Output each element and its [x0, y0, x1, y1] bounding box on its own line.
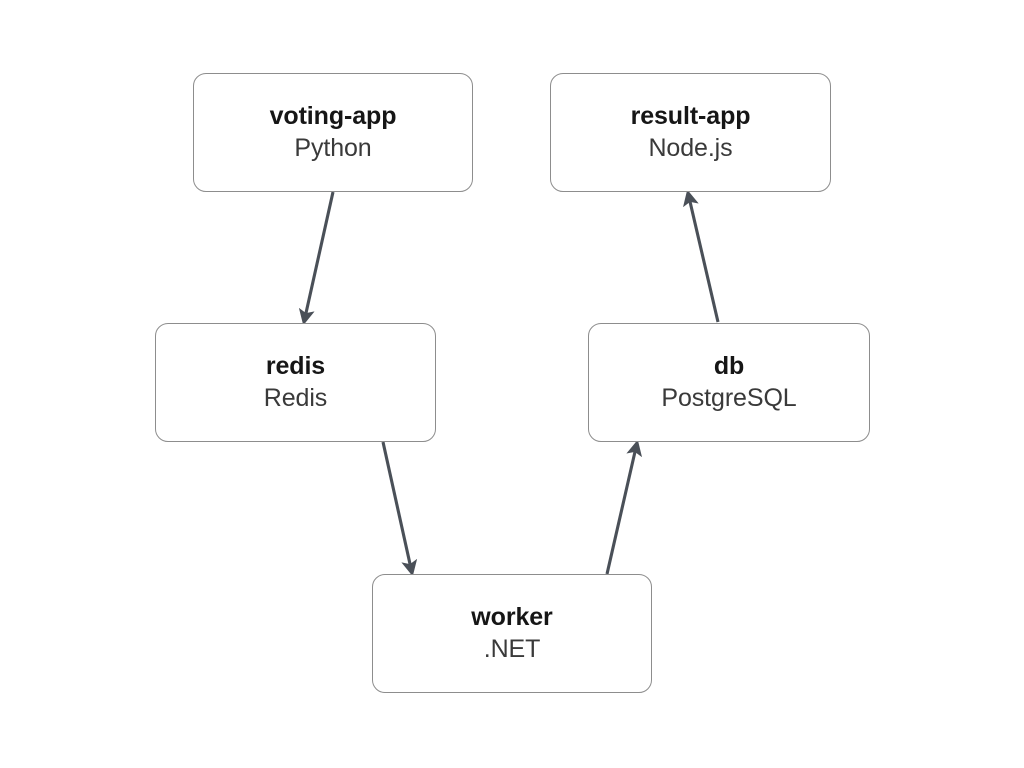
node-subtitle: PostgreSQL: [661, 383, 797, 412]
edge-redis-to-worker: [381, 441, 418, 577]
node-result-app[interactable]: result-app Node.js: [550, 73, 831, 192]
edge-worker-to-db: [605, 439, 643, 575]
node-subtitle: Python: [294, 133, 372, 162]
node-subtitle: Redis: [263, 383, 328, 412]
node-redis[interactable]: redis Redis: [155, 323, 436, 442]
node-title: db: [713, 352, 745, 380]
node-subtitle: .NET: [483, 634, 541, 663]
node-worker[interactable]: worker .NET: [372, 574, 652, 693]
node-voting-app[interactable]: voting-app Python: [193, 73, 473, 192]
node-title: result-app: [630, 102, 751, 130]
node-title: worker: [471, 603, 553, 631]
edge-voting-app-to-redis: [298, 191, 335, 326]
node-title: redis: [265, 352, 326, 380]
node-db[interactable]: db PostgreSQL: [588, 323, 870, 442]
edge-db-to-result-app: [683, 189, 720, 323]
node-subtitle: Node.js: [648, 133, 733, 162]
node-title: voting-app: [269, 102, 397, 130]
